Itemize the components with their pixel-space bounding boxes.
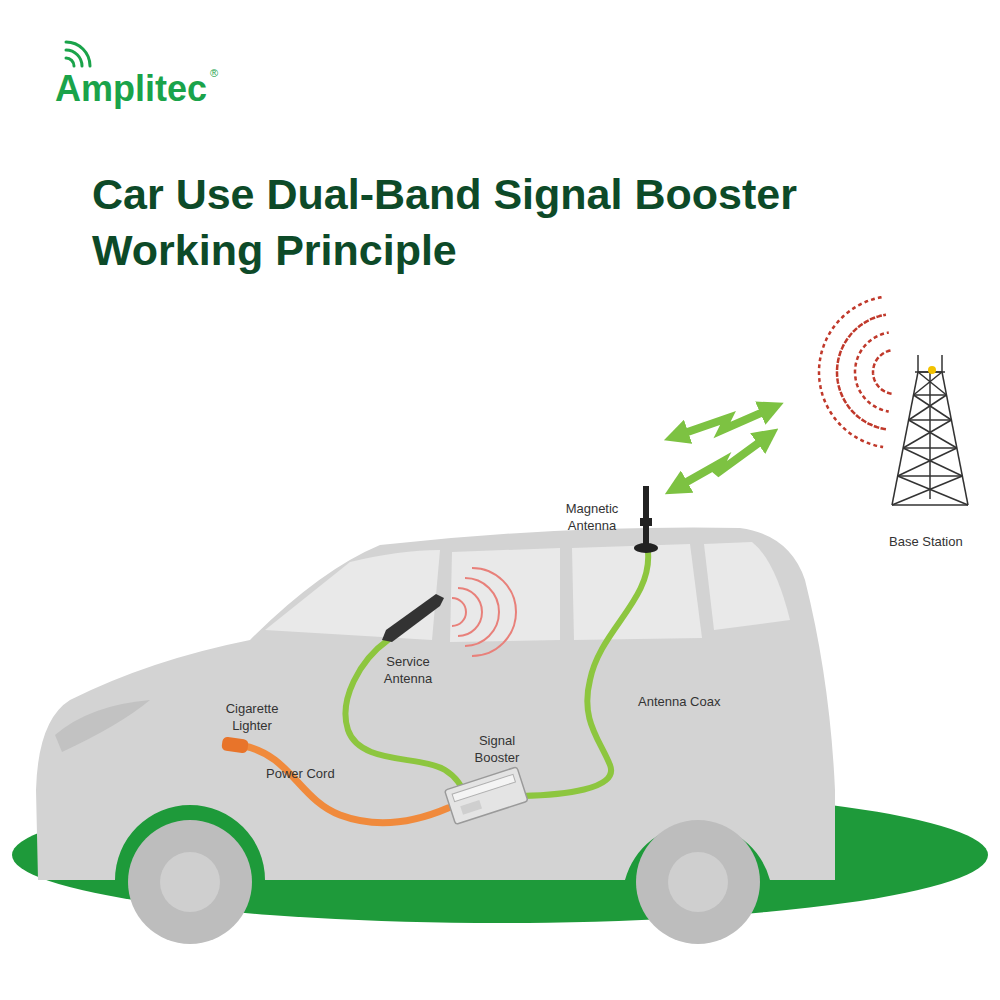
lighter-plug (221, 736, 249, 753)
part-label: Signal Booster (467, 733, 527, 767)
indoor-signal (452, 568, 516, 656)
tower-waves (819, 297, 892, 447)
service-antenna (382, 594, 444, 642)
brand-logo: Amplitec (55, 66, 207, 113)
power-cord (244, 746, 448, 823)
part-label: Service Antenna (378, 654, 438, 688)
part-label: Power Cord (266, 766, 335, 783)
part-label: Antenna Coax (638, 694, 720, 711)
part-label: Magnetic Antenna (558, 501, 626, 535)
rear-window (704, 542, 790, 630)
rear-wheel (636, 820, 760, 944)
base-station-tower (892, 355, 968, 505)
front-side-window (450, 548, 560, 642)
antenna-coax (522, 552, 648, 796)
signal-arrows (676, 408, 772, 488)
logo-waves (66, 42, 90, 66)
headlight (55, 700, 150, 752)
tower-light (928, 366, 936, 374)
part-label: Base Station (889, 534, 963, 551)
service-coax (346, 640, 466, 796)
registered-mark: ® (210, 66, 218, 80)
rear-hub (668, 852, 728, 912)
windshield (265, 550, 440, 640)
title: Car Use Dual-Band Signal Booster Working… (92, 166, 942, 278)
signal-booster-box (445, 767, 528, 825)
front-wheel (128, 820, 252, 944)
front-hub (160, 852, 220, 912)
magnetic-antenna (634, 486, 658, 553)
part-label: Cigarette Lighter (218, 701, 286, 735)
